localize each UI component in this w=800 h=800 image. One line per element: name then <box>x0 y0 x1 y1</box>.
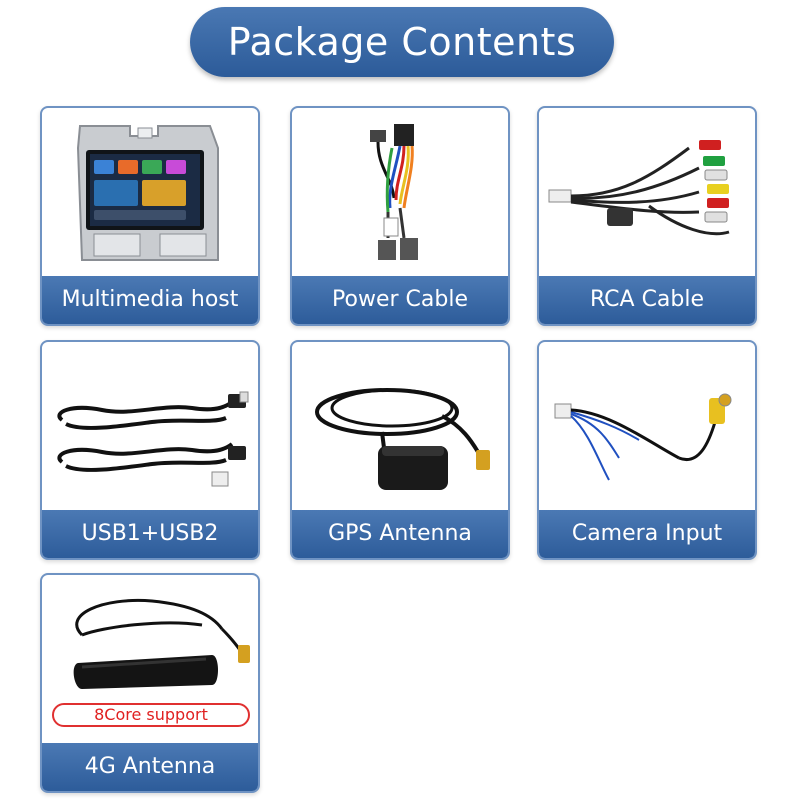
item-label: Multimedia host <box>42 276 258 324</box>
item-label: GPS Antenna <box>292 510 508 558</box>
item-card-power-cable: Power Cable <box>290 106 510 326</box>
rca-cable-icon <box>548 140 730 236</box>
item-card-gps-antenna: GPS Antenna <box>290 340 510 560</box>
item-card-rca-cable: RCA Cable <box>537 106 757 326</box>
multimedia-host-icon <box>76 125 219 261</box>
item-card-usb: USB1+USB2 <box>40 340 260 560</box>
item-card-4g-antenna: 8Core support 4G Antenna <box>40 573 260 793</box>
item-label: 4G Antenna <box>42 743 258 791</box>
4g-antenna-icon <box>73 598 250 689</box>
usb-cable-icon <box>57 391 249 487</box>
item-label: Camera Input <box>539 510 755 558</box>
feature-badge: 8Core support <box>52 703 250 727</box>
item-card-camera-input: Camera Input <box>537 340 757 560</box>
page-title: Package Contents <box>190 7 614 77</box>
power-cable-icon <box>370 124 418 260</box>
item-label: RCA Cable <box>539 276 755 324</box>
gps-antenna-icon <box>315 388 490 490</box>
camera-input-icon <box>554 393 732 481</box>
item-card-multimedia-host: Multimedia host <box>40 106 260 326</box>
item-label: USB1+USB2 <box>42 510 258 558</box>
item-label: Power Cable <box>292 276 508 324</box>
